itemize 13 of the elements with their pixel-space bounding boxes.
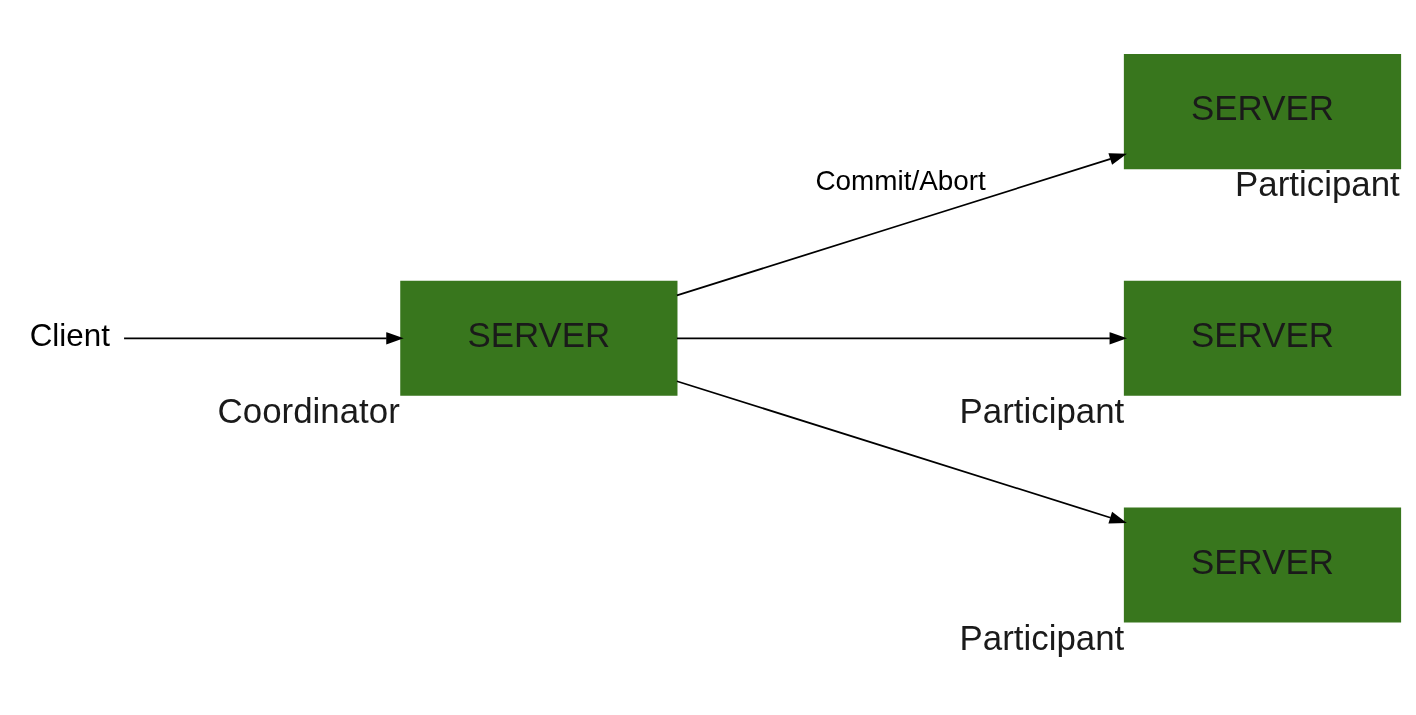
arrow: [123, 332, 404, 345]
arrow: [676, 332, 1128, 345]
node-text: Client: [29, 317, 110, 353]
arrow: [676, 380, 1127, 524]
node-box: SERVER: [1123, 507, 1402, 623]
node-label: Participant: [959, 617, 1125, 657]
node-box: SERVER: [1123, 280, 1402, 396]
node-box: SERVER: [1123, 54, 1402, 170]
node-box: SERVER: [400, 280, 678, 396]
node-label: Participant: [959, 390, 1125, 430]
node-label: Coordinator: [217, 390, 400, 430]
arrow: [676, 153, 1127, 297]
edge-label: Commit/Abort: [815, 164, 986, 196]
